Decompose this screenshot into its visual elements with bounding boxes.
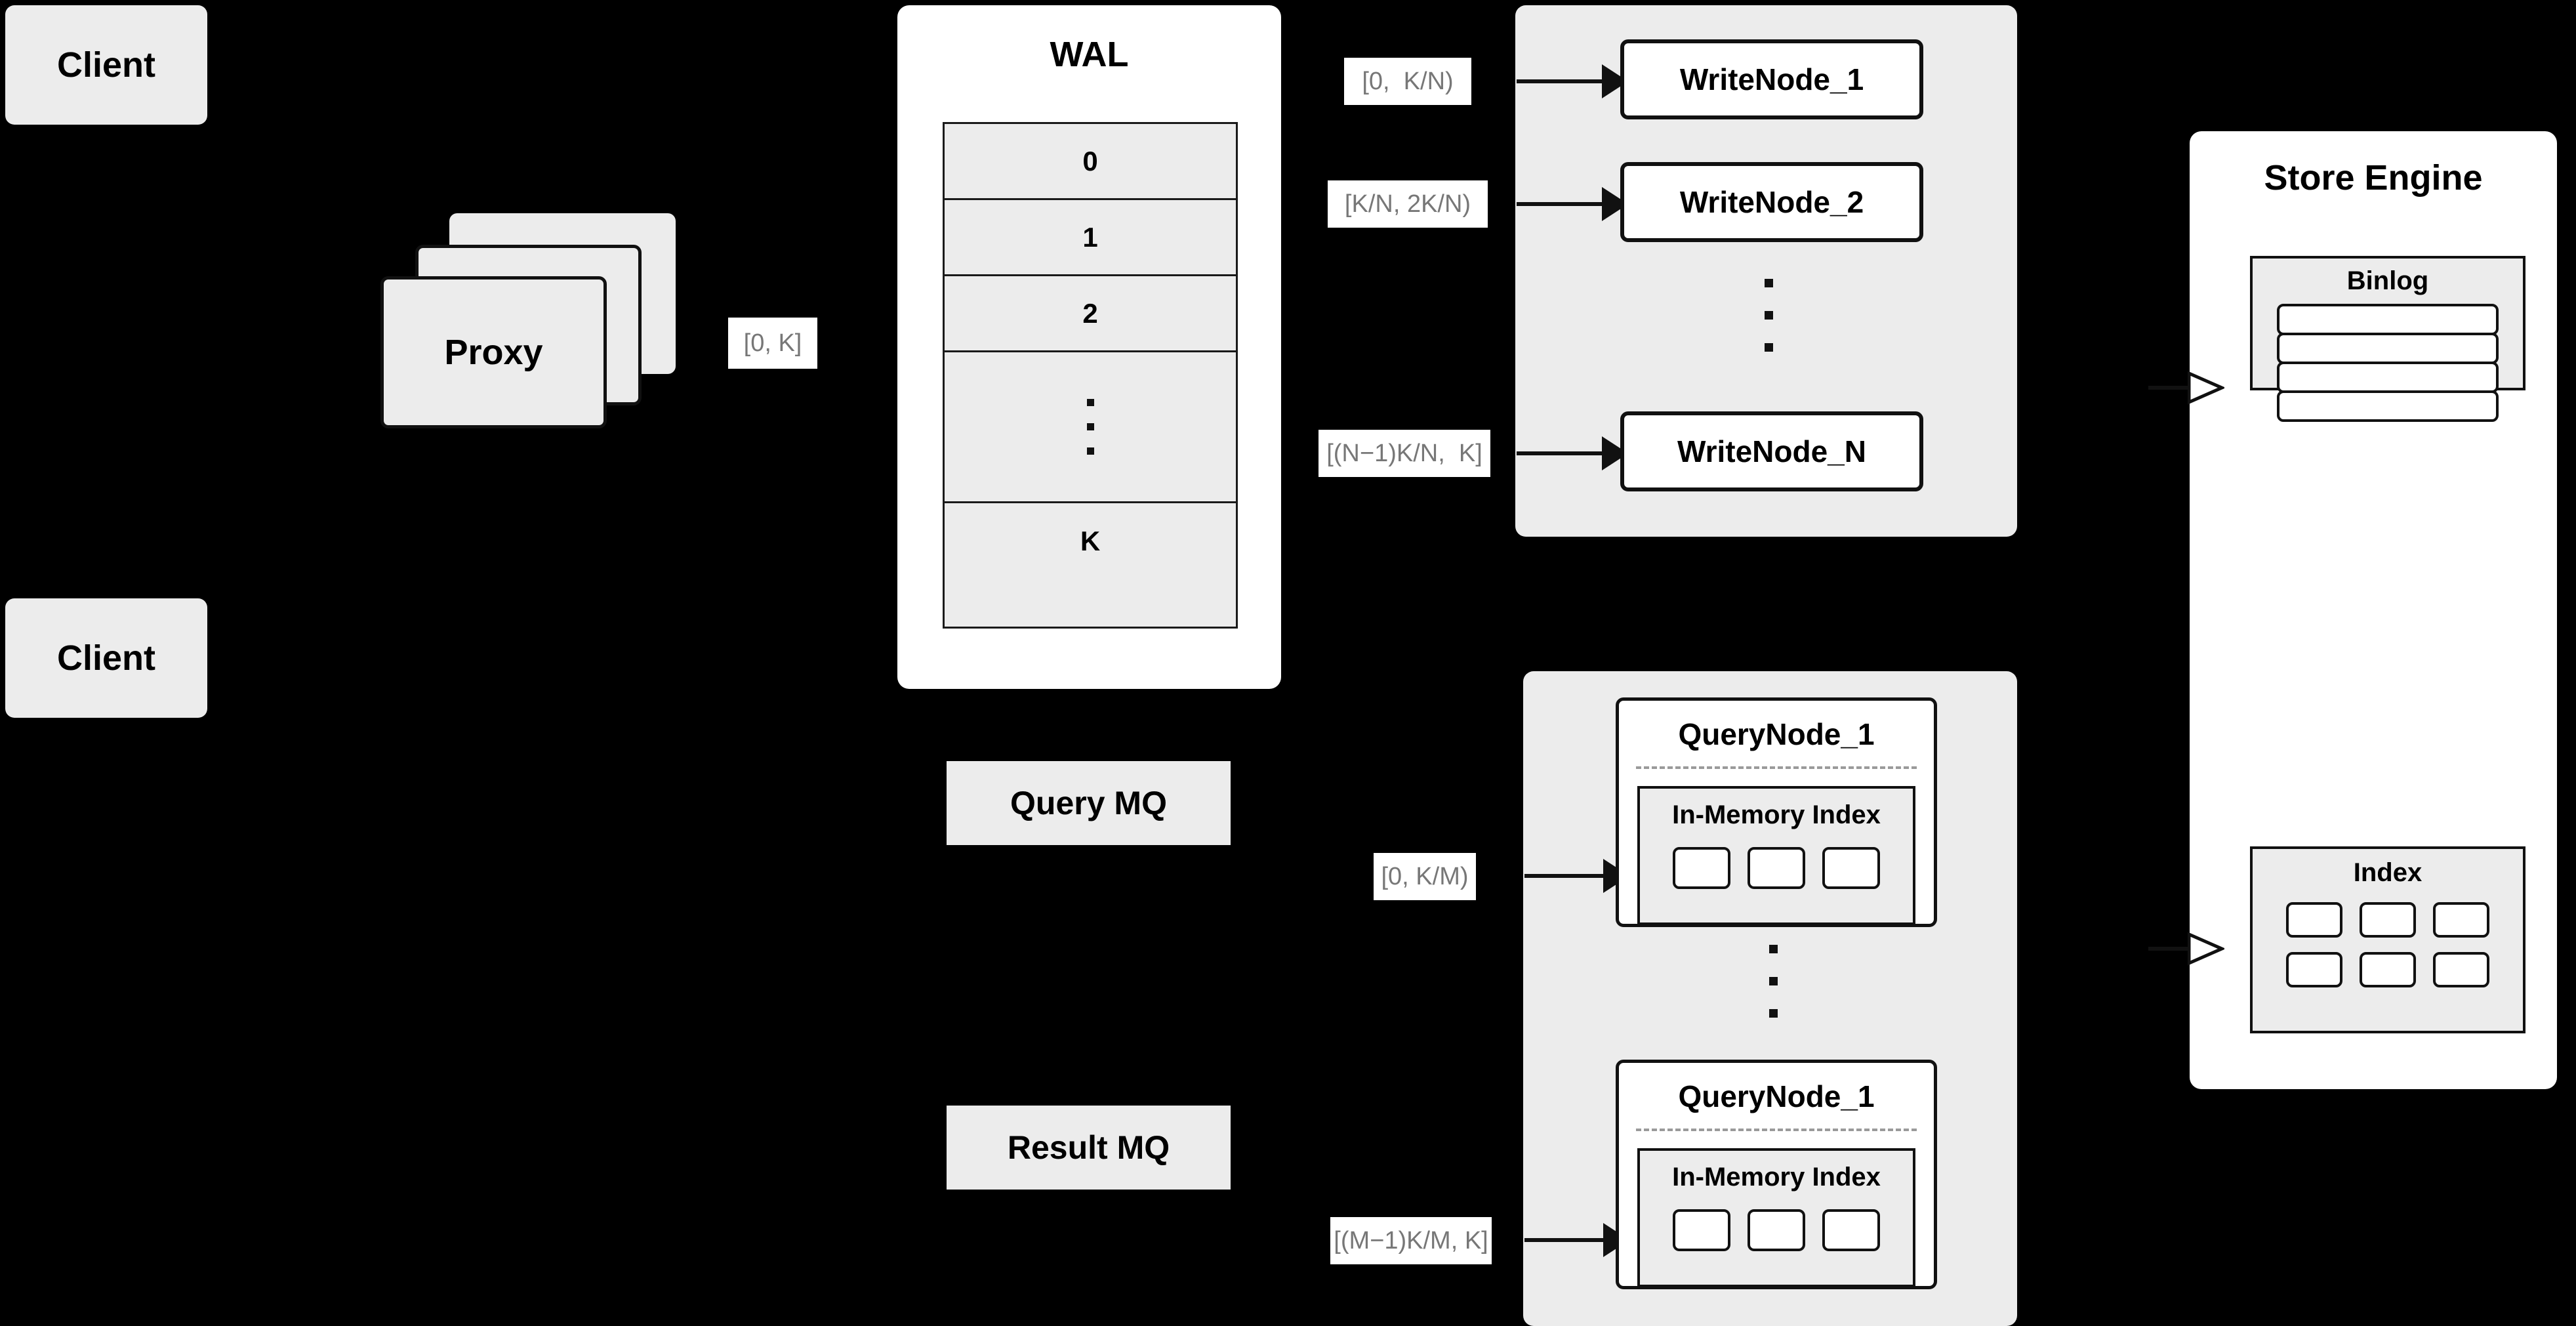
wal-row: 1 — [945, 200, 1236, 276]
client-label-1: Client — [56, 45, 155, 85]
wal-row: K — [1080, 526, 1101, 556]
index-cell — [2433, 952, 2489, 987]
client-label-2: Client — [56, 638, 155, 678]
index-cell-row — [2286, 902, 2489, 938]
index-cell — [1673, 1209, 1730, 1251]
binlog-bar — [2277, 390, 2499, 422]
querynode-label-2: QueryNode_1 — [1678, 1079, 1875, 1113]
index-cell — [2286, 952, 2342, 987]
write-cluster-ellipsis — [1765, 279, 1773, 352]
index-cell — [1748, 847, 1805, 889]
in-memory-index-title-1: In-Memory Index — [1672, 800, 1881, 829]
querynode-label-1: QueryNode_1 — [1678, 717, 1875, 751]
proxy-card-front: Proxy — [380, 276, 607, 428]
arrow-line-writenode-1 — [1517, 79, 1610, 83]
ellipsis-dot — [1765, 311, 1773, 320]
querynode-divider-1 — [1636, 766, 1917, 769]
wal-row: 0 — [945, 124, 1236, 200]
binlog-title: Binlog — [2346, 266, 2429, 295]
index-cell — [1748, 1209, 1805, 1251]
index-cell — [1822, 1209, 1880, 1251]
range-text-writenode-1: [0, K/N) — [1362, 68, 1454, 95]
range-label-proxy: [0, K] — [728, 318, 817, 369]
ellipsis-dot — [1086, 447, 1094, 455]
arrow-line-querynode-2 — [1524, 1238, 1611, 1242]
range-label-querynode-1: [0, K/M) — [1374, 853, 1476, 900]
ellipsis-dot — [1086, 423, 1094, 430]
ellipsis-dot — [1086, 399, 1094, 406]
in-memory-index-2: In-Memory Index — [1637, 1148, 1915, 1287]
store-engine-title: Store Engine — [2264, 158, 2483, 197]
range-text-querynode-2: [(M−1)K/M, K] — [1334, 1227, 1488, 1254]
arrow-head-index — [2188, 932, 2224, 966]
client-box-2: Client — [5, 598, 207, 718]
index-cell-row — [2286, 952, 2489, 987]
proxy-label: Proxy — [444, 333, 543, 372]
result-mq-box: Result MQ — [947, 1106, 1231, 1190]
arrow-line-writenode-n — [1517, 451, 1610, 455]
range-text-proxy: [0, K] — [743, 329, 802, 357]
range-text-writenode-2: [K/N, 2K/N) — [1344, 190, 1471, 218]
ellipsis-dot — [1769, 977, 1778, 985]
writenode-label-2: WriteNode_2 — [1679, 185, 1864, 219]
index-cell — [1673, 847, 1730, 889]
index-title: Index — [2353, 858, 2423, 887]
binlog-bar — [2277, 304, 2499, 335]
proxy-stack: Proxy — [380, 213, 689, 433]
writenode-box-n: WriteNode_N — [1620, 411, 1923, 491]
binlog-section: Binlog — [2250, 256, 2525, 422]
binlog-bar — [2277, 362, 2499, 393]
ellipsis-dot — [1765, 343, 1773, 352]
writenode-box-2: WriteNode_2 — [1620, 162, 1923, 242]
arrow-line-querynode-1 — [1524, 874, 1611, 878]
range-text-querynode-1: [0, K/M) — [1381, 863, 1469, 890]
query-mq-box: Query MQ — [947, 761, 1231, 845]
writenode-box-1: WriteNode_1 — [1620, 39, 1923, 119]
binlog-bar — [2277, 333, 2499, 364]
wal-title: WAL — [1050, 35, 1129, 74]
wal-entry-table: 0 1 2 K — [943, 122, 1238, 629]
range-label-writenode-n: [(N−1)K/N, K] — [1319, 430, 1490, 477]
in-memory-index-1: In-Memory Index — [1637, 786, 1915, 925]
ellipsis-dot — [1765, 279, 1773, 287]
querynode-box-2: QueryNode_1 In-Memory Index — [1616, 1060, 1937, 1289]
index-cell — [1822, 847, 1880, 889]
writenode-label-n: WriteNode_N — [1677, 434, 1866, 468]
index-cell — [2360, 952, 2416, 987]
index-cell — [2360, 902, 2416, 938]
arrow-line-writenode-2 — [1517, 202, 1610, 206]
in-memory-index-cells-1 — [1673, 847, 1880, 889]
in-memory-index-title-2: In-Memory Index — [1672, 1163, 1881, 1191]
querynode-box-1: QueryNode_1 In-Memory Index — [1616, 697, 1937, 927]
ellipsis-dot — [1769, 1009, 1778, 1018]
client-box-1: Client — [5, 5, 207, 125]
range-text-writenode-n: [(N−1)K/N, K] — [1326, 440, 1482, 467]
ellipsis-dot — [1769, 945, 1778, 953]
in-memory-index-cells-2 — [1673, 1209, 1880, 1251]
range-label-writenode-1: [0, K/N) — [1344, 58, 1471, 105]
binlog-bars — [2277, 304, 2499, 422]
arrow-line-binlog — [2148, 386, 2201, 390]
index-cells — [2286, 902, 2489, 987]
writenode-label-1: WriteNode_1 — [1679, 62, 1864, 96]
index-section: Index — [2250, 846, 2525, 1033]
arrow-line-index — [2148, 947, 2201, 951]
range-label-querynode-2: [(M−1)K/M, K] — [1330, 1217, 1492, 1264]
index-cell — [2433, 902, 2489, 938]
query-cluster-ellipsis — [1769, 945, 1778, 1018]
index-cell — [2286, 902, 2342, 938]
wal-row-ellipsis — [945, 352, 1236, 503]
wal-row: 2 — [945, 276, 1236, 352]
querynode-divider-2 — [1636, 1129, 1917, 1131]
result-mq-label: Result MQ — [1007, 1129, 1170, 1166]
range-label-writenode-2: [K/N, 2K/N) — [1328, 180, 1488, 228]
arrow-head-binlog — [2188, 371, 2224, 405]
query-mq-label: Query MQ — [1010, 785, 1167, 821]
